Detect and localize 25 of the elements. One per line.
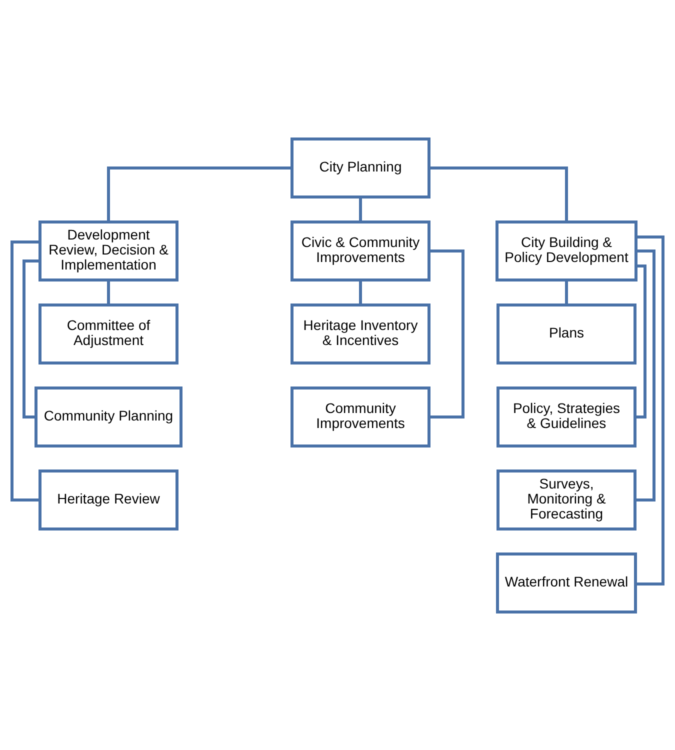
node-box: Development Review, Decision & Implementation <box>38 220 178 281</box>
node-box: City Planning <box>290 137 430 198</box>
connector <box>10 240 40 501</box>
connector <box>359 196 362 222</box>
node-box: Waterfront Renewal <box>496 552 637 613</box>
connector <box>565 280 568 304</box>
connector <box>636 235 664 585</box>
connector <box>107 166 292 222</box>
connector <box>107 280 110 304</box>
node-box: Policy, Strategies & Guidelines <box>496 386 636 447</box>
connector <box>635 249 656 501</box>
node-box: Civic & Community Improvements <box>290 220 430 281</box>
connector <box>429 166 568 222</box>
connector <box>22 259 40 418</box>
node-box: Plans <box>496 303 636 364</box>
node-box: Community Improvements <box>290 386 430 447</box>
node-box: City Building & Policy Development <box>496 220 638 281</box>
node-box: Community Planning <box>34 386 182 447</box>
connector <box>635 264 646 418</box>
node-box: Committee of Adjustment <box>38 303 178 364</box>
node-box: Heritage Inventory & Incentives <box>290 303 430 364</box>
node-box: Heritage Review <box>38 469 178 530</box>
node-box: Surveys, Monitoring & Forecasting <box>496 469 636 530</box>
connector <box>429 249 464 418</box>
connector <box>359 280 362 304</box>
